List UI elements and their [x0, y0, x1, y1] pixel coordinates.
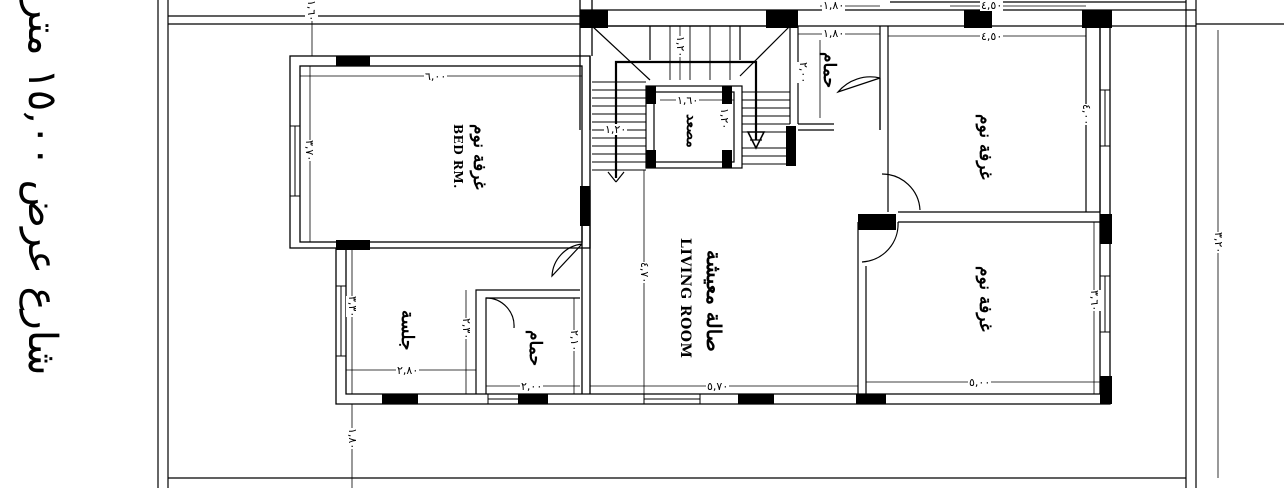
dim-bath-lower-width: ٢,٠٠	[520, 380, 544, 393]
dim-bath-lower-door: ٢,٣٠	[460, 318, 473, 340]
dim-bedroom-tr-width: ٤,٥٠	[980, 30, 1004, 43]
street-title: شارع عرض ١٥,٠٠ متر	[19, 0, 65, 376]
room-label-bedroom-left: غرفة نوم	[469, 124, 489, 190]
dim-right-side-total: ٣,٢٠	[1212, 232, 1225, 254]
room-label-bath-upper: حمام	[819, 52, 839, 89]
dim-sitting-width: ٢,٨٠	[396, 364, 420, 377]
room-label-bedroom-top-right: غرفة نوم	[975, 114, 995, 180]
dim-bath-upper-depth: ٢,٠٠	[797, 62, 810, 84]
dim-top-bath-width: ١,٨٠	[822, 0, 846, 12]
site-boundary	[157, 0, 1284, 488]
dim-bedroom-left-width: ٦,٠٠	[424, 70, 448, 83]
room-label-living-en: LIVING ROOM	[677, 238, 693, 359]
dim-living-depth: ٤,٧٠	[638, 262, 651, 284]
dim-stair-landing: ١,٢٠	[604, 123, 628, 136]
room-label-stairs-hall: مصعد	[683, 114, 699, 148]
room-label-bedroom-bottom-right: غرفة نوم	[975, 266, 995, 332]
dim-stair-short: ١,٢٠	[718, 108, 731, 130]
columns	[336, 10, 1112, 404]
room-label-bath-lower: حمام	[525, 330, 545, 367]
dim-bedroom-tr-depth: ٤,٠٠	[1080, 104, 1093, 126]
room-label-living: صالة معيشة	[702, 250, 726, 352]
dim-bottom-setback: ١,٨٠	[346, 428, 359, 450]
stair-core	[591, 25, 791, 183]
dim-bedroom-br-depth: ٣,٦٠	[1088, 290, 1101, 312]
dim-bath-lower-depth: ٢,١٠	[568, 330, 581, 352]
room-label-sitting: جلسة	[397, 310, 417, 351]
dim-top-setback: ١,٦٠	[305, 0, 318, 22]
dim-bedroom-br-width: ٥,٠٠	[968, 376, 992, 389]
dim-sitting-depth: ٣,٣٠	[346, 296, 359, 318]
dim-stair-well: ١,٦٠	[676, 94, 700, 107]
dim-top-right-strip: ٤,٥٠	[980, 0, 1004, 12]
dim-top-bath-width-2: ١,٨٠	[822, 27, 846, 40]
left-bedroom-walls	[289, 55, 591, 249]
dim-living-width: ٥,٧٠	[706, 380, 730, 393]
dim-bedroom-left-depth: ٣,٧٠	[303, 140, 316, 162]
dim-stair-flight: ١,٢٠	[674, 36, 687, 58]
door-swings	[485, 76, 921, 329]
room-label-bedroom-left-en: BED RM.	[451, 124, 465, 189]
stair-treads	[592, 26, 790, 171]
